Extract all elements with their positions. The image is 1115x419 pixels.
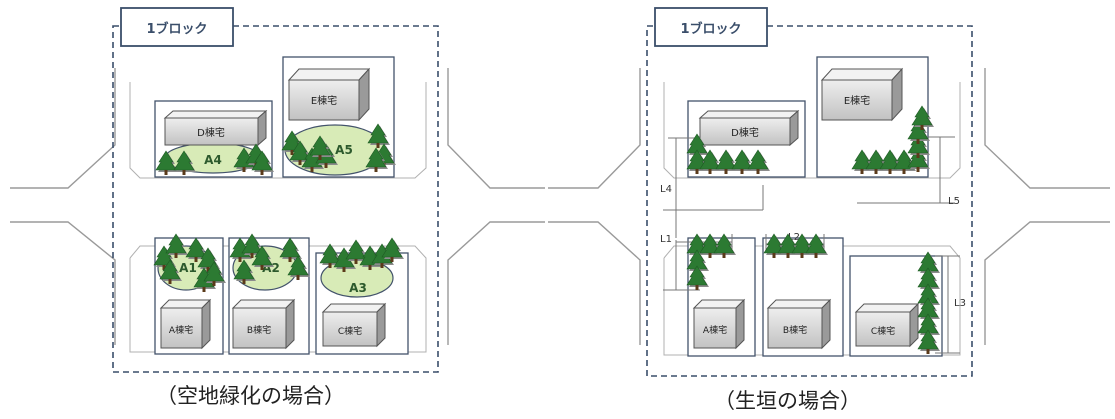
tree-icon (345, 239, 368, 264)
green-area-label-a1: A1 (179, 261, 197, 275)
building-label-a-left: A棟宅 (169, 324, 193, 336)
building-label-c-right: C棟宅 (871, 325, 895, 337)
building-label-e-left: E棟宅 (311, 94, 337, 107)
green-area-label-a4: A4 (204, 153, 222, 167)
tree-icon (279, 237, 302, 262)
block-tab-label-left: 1ブロック (146, 21, 207, 37)
block-tab-left (120, 7, 234, 47)
tree-icon (319, 243, 342, 268)
building-label-e-right: E棟宅 (844, 94, 870, 107)
tree-icon (233, 259, 256, 284)
tree-icon (381, 237, 404, 262)
building-label-b-left: B棟宅 (247, 324, 271, 336)
tree-icon (911, 105, 934, 130)
roads-right (548, 68, 1110, 345)
building-label-d-left: D棟宅 (197, 126, 225, 139)
trees-layer (153, 105, 940, 354)
dimension-label-l4: L4 (660, 184, 672, 195)
block-tab-label-right: 1ブロック (680, 21, 741, 37)
tree-icon (699, 149, 722, 174)
tree-icon (713, 233, 736, 258)
building-e-left: E棟宅 (287, 67, 371, 122)
block-boundary-right (646, 25, 973, 377)
tree-icon (907, 119, 930, 144)
block-inner-outline-right (663, 82, 961, 356)
tree-icon (805, 233, 828, 258)
building-a-left: A棟宅 (159, 298, 212, 350)
building-c-left: C棟宅 (321, 302, 387, 348)
tree-icon (251, 150, 274, 175)
green-area-label-a5: A5 (335, 143, 353, 157)
roads-left (10, 68, 545, 345)
tree-icon (715, 149, 738, 174)
building-d-right: D棟宅 (698, 109, 800, 147)
dimension-label-l5: L5 (948, 196, 960, 207)
building-c-right: C棟宅 (854, 302, 920, 348)
tree-icon (203, 261, 226, 286)
tree-icon (165, 233, 188, 258)
block-boundary-left (112, 25, 439, 373)
building-d-left: D棟宅 (163, 109, 268, 147)
tree-icon (309, 135, 332, 160)
caption-left: （空地緑化の場合） (156, 384, 345, 408)
building-label-d-right: D棟宅 (731, 126, 759, 139)
building-b-left: B棟宅 (231, 298, 296, 350)
green-area-label-a3: A3 (349, 281, 367, 295)
tree-icon (367, 123, 390, 148)
caption-right: （生垣の場合） (714, 389, 861, 413)
block-tab-right (654, 7, 768, 47)
dimension-label-l1: L1 (660, 234, 672, 245)
building-label-c-left: C棟宅 (338, 325, 362, 337)
tree-icon (365, 147, 388, 172)
tree-icon (185, 237, 208, 262)
dimension-label-l3: L3 (954, 298, 966, 309)
tree-icon (287, 255, 310, 280)
block-inner-outline-left (129, 82, 427, 353)
building-b-right: B棟宅 (766, 298, 832, 350)
building-label-a-right: A棟宅 (703, 324, 727, 336)
dimension-label-l2: L2 (788, 232, 800, 243)
tree-icon (917, 329, 940, 354)
tree-icon (159, 259, 182, 284)
tree-icon (155, 150, 178, 175)
building-a-right: A棟宅 (692, 298, 746, 350)
tree-icon (747, 149, 770, 174)
tree-icon (251, 245, 274, 270)
tree-icon (173, 150, 196, 175)
tree-icon (686, 265, 709, 290)
building-label-b-right: B棟宅 (783, 324, 807, 336)
building-e-right: E棟宅 (820, 67, 904, 122)
tree-icon (731, 149, 754, 174)
